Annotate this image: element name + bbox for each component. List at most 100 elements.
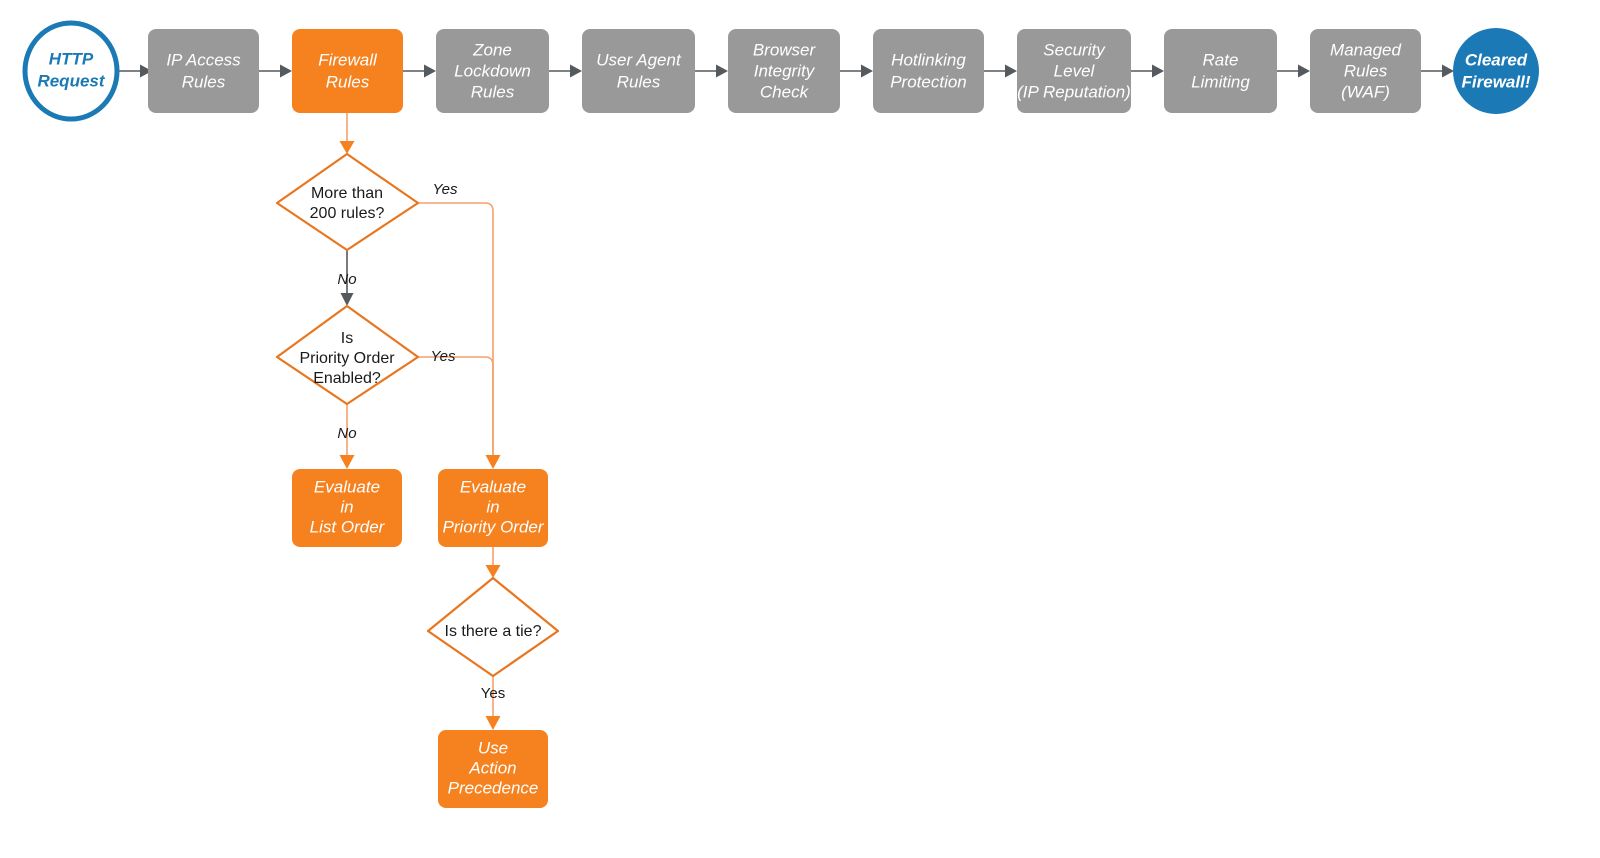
user-agent-rules-label-line2: Rules <box>617 72 661 91</box>
node-evaluate-in-list-order[interactable]: Evaluate in List Order <box>292 469 402 547</box>
firewall-rules-label-line1: Firewall <box>318 50 378 69</box>
http-request-circle <box>22 20 120 122</box>
browser-integrity-check-label-line1: Browser <box>753 40 817 59</box>
connector-decision-200-yes <box>418 202 501 469</box>
node-user-agent-rules[interactable]: User Agent Rules <box>582 29 695 113</box>
hotlinking-protection-label-line1: Hotlinking <box>891 50 966 69</box>
connector-security-level-to-rate-limiting <box>1131 64 1164 78</box>
more-than-200-rules-diamond <box>275 152 420 252</box>
managed-rules-waf-label-line1: Managed <box>1330 40 1401 59</box>
node-zone-lockdown-rules[interactable]: Zone Lockdown Rules <box>436 29 549 113</box>
zone-lockdown-rules-label-line1: Zone <box>472 40 512 59</box>
ip-access-rules-box <box>148 29 259 113</box>
is-priority-order-enabled-label-line1: Is <box>341 330 353 347</box>
hotlinking-protection-box <box>873 29 984 113</box>
connector-browser-integrity-to-hotlinking <box>840 64 873 78</box>
use-action-precedence-label-line2: Action <box>468 758 516 777</box>
connector-tie-yes <box>485 676 501 730</box>
more-than-200-rules-label-line2: 200 rules? <box>310 205 385 222</box>
connector-user-agent-to-browser-integrity <box>695 64 728 78</box>
is-there-a-tie-diamond <box>426 576 560 678</box>
node-firewall-rules[interactable]: Firewall Rules <box>292 29 403 113</box>
rate-limiting-label-line2: Limiting <box>1191 72 1250 91</box>
user-agent-rules-label-line1: User Agent <box>596 50 682 69</box>
ip-access-rules-label-line2: Rules <box>182 72 226 91</box>
is-priority-order-enabled-label-line2: Priority Order <box>299 350 395 367</box>
evaluate-in-list-order-box <box>292 469 402 547</box>
security-level-label-line3: (IP Reputation) <box>1017 82 1131 101</box>
edge-label-tie-yes: Yes <box>481 685 505 702</box>
cleared-firewall-circle <box>1453 28 1539 114</box>
connector-firewall-to-decision-200 <box>339 113 355 154</box>
node-cleared-firewall[interactable]: Cleared Firewall! <box>1453 28 1539 114</box>
hotlinking-protection-label-line2: Protection <box>890 72 967 91</box>
is-priority-order-enabled-label-line3: Enabled? <box>313 370 381 387</box>
branch-connectors <box>339 113 501 730</box>
node-ip-access-rules[interactable]: IP Access Rules <box>148 29 259 113</box>
decision-is-there-a-tie[interactable]: Is there a tie? <box>426 576 560 678</box>
edge-label-decision-200-yes: Yes <box>432 181 458 198</box>
managed-rules-waf-box <box>1310 29 1421 113</box>
connector-start-to-ip-access <box>119 64 152 78</box>
zone-lockdown-rules-label-line3: Rules <box>471 82 515 101</box>
node-http-request[interactable]: HTTP Request <box>22 20 120 122</box>
security-level-label-line2: Level <box>1054 61 1096 80</box>
node-browser-integrity-check[interactable]: Browser Integrity Check <box>728 29 840 113</box>
connector-hotlinking-to-security-level <box>984 64 1017 78</box>
node-rate-limiting[interactable]: Rate Limiting <box>1164 29 1277 113</box>
node-hotlinking-protection[interactable]: Hotlinking Protection <box>873 29 984 113</box>
evaluate-in-priority-order-label-line2: in <box>486 497 499 516</box>
edge-label-decision-200-no: No <box>337 271 356 288</box>
connector-decision-priority-yes <box>418 356 494 455</box>
is-priority-order-enabled-diamond <box>275 304 420 406</box>
edge-label-decision-priority-yes: Yes <box>430 348 456 365</box>
managed-rules-waf-label-line2: Rules <box>1344 61 1388 80</box>
node-use-action-precedence[interactable]: Use Action Precedence <box>438 730 548 808</box>
evaluate-in-list-order-label-line2: in <box>340 497 353 516</box>
connector-ip-access-to-firewall <box>259 64 292 78</box>
managed-rules-waf-label-line3: (WAF) <box>1341 82 1390 101</box>
edge-label-decision-priority-no: No <box>337 425 356 442</box>
more-than-200-rules-label-line1: More than <box>311 185 383 202</box>
rate-limiting-box <box>1164 29 1277 113</box>
decision-more-than-200-rules[interactable]: More than 200 rules? <box>275 152 420 252</box>
evaluate-in-list-order-label-line1: Evaluate <box>314 477 380 496</box>
firewall-rules-label-line2: Rules <box>326 72 370 91</box>
evaluate-in-list-order-label-line3: List Order <box>310 517 386 536</box>
pipeline-connectors <box>119 64 1454 78</box>
connector-decision-priority-no <box>339 404 355 469</box>
evaluate-in-priority-order-label-line3: Priority Order <box>442 517 544 536</box>
connector-rate-limiting-to-managed-rules <box>1277 64 1310 78</box>
evaluate-in-priority-order-label-line1: Evaluate <box>460 477 526 496</box>
cleared-firewall-label-line2: Firewall! <box>1462 72 1531 91</box>
security-level-box <box>1017 29 1131 113</box>
use-action-precedence-label-line3: Precedence <box>448 778 539 797</box>
ip-access-rules-label-line1: IP Access <box>166 50 241 69</box>
zone-lockdown-rules-label-line2: Lockdown <box>454 61 531 80</box>
user-agent-rules-box <box>582 29 695 113</box>
evaluate-in-priority-order-box <box>438 469 548 547</box>
cleared-firewall-label-line1: Cleared <box>1465 50 1528 69</box>
connector-zone-lockdown-to-user-agent <box>549 64 582 78</box>
http-request-label-line2: Request <box>37 71 105 90</box>
firewall-rules-box <box>292 29 403 113</box>
rate-limiting-label-line1: Rate <box>1203 50 1239 69</box>
security-level-label-line1: Security <box>1043 40 1106 59</box>
browser-integrity-check-box <box>728 29 840 113</box>
connector-managed-rules-to-cleared <box>1421 64 1454 78</box>
browser-integrity-check-label-line3: Check <box>760 82 810 101</box>
decision-is-priority-order-enabled[interactable]: Is Priority Order Enabled? <box>275 304 420 406</box>
is-there-a-tie-label-line1: Is there a tie? <box>445 623 542 640</box>
connector-decision-200-no <box>340 250 354 306</box>
use-action-precedence-label-line1: Use <box>478 738 508 757</box>
node-managed-rules-waf[interactable]: Managed Rules (WAF) <box>1310 29 1421 113</box>
http-request-label-line1: HTTP <box>49 49 94 68</box>
node-security-level[interactable]: Security Level (IP Reputation) <box>1017 29 1131 113</box>
browser-integrity-check-label-line2: Integrity <box>754 61 816 80</box>
connector-priority-order-to-tie <box>485 547 501 578</box>
zone-lockdown-rules-box <box>436 29 549 113</box>
node-evaluate-in-priority-order[interactable]: Evaluate in Priority Order <box>438 469 548 547</box>
connector-firewall-to-zone-lockdown <box>403 64 436 78</box>
